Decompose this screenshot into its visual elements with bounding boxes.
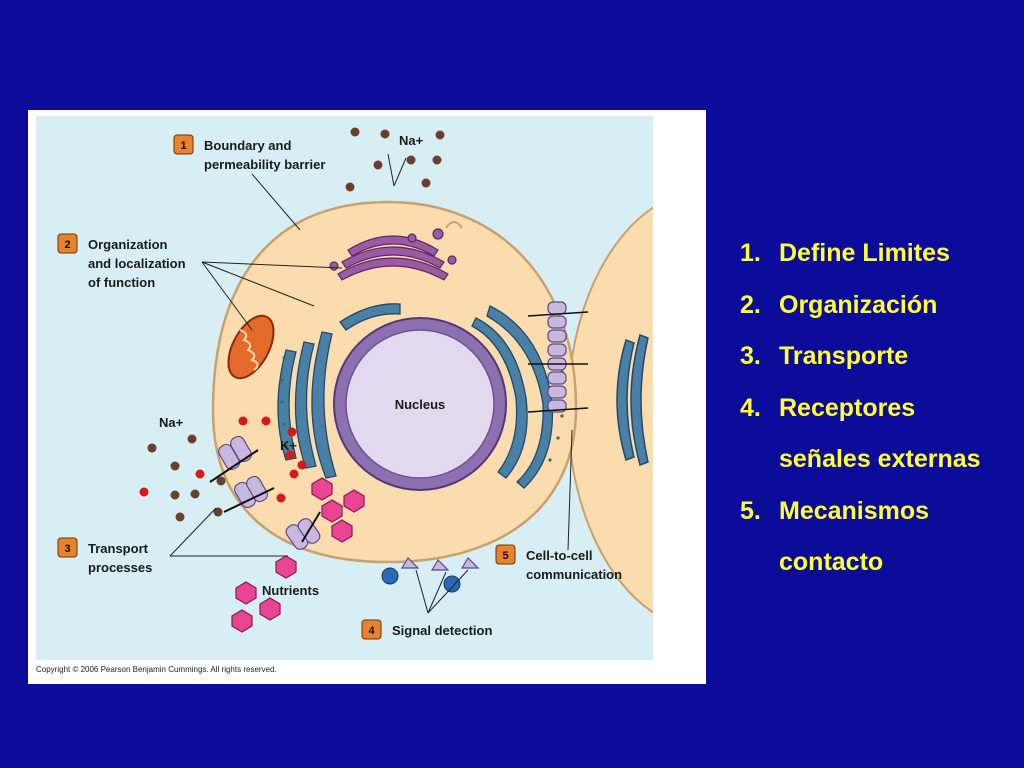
list-item-text: Organización bbox=[779, 290, 938, 319]
list-item-text: Mecanismos bbox=[779, 496, 930, 525]
callout-5-line-2: communication bbox=[526, 567, 622, 582]
membrane-receptors bbox=[400, 557, 480, 571]
callout-1-line-2: permeability barrier bbox=[204, 157, 325, 172]
list-item-number: 1. bbox=[740, 239, 761, 267]
list-item-number: 5. bbox=[740, 496, 761, 525]
callout-3-line-2: processes bbox=[88, 560, 152, 575]
callout-2-number: 2 bbox=[64, 239, 70, 251]
callout-badges bbox=[57, 134, 516, 640]
list-item: 3. Transporte bbox=[740, 331, 981, 383]
callout-1-number: 1 bbox=[180, 140, 186, 152]
list-item-text: Receptores bbox=[779, 393, 916, 422]
callout-5-line-1: Cell-to-cell bbox=[526, 548, 592, 563]
list-item: 1. Define Limites bbox=[740, 228, 981, 280]
list-item-text: Transporte bbox=[779, 342, 909, 370]
callout-5-number: 5 bbox=[502, 550, 508, 562]
neighbor-cell bbox=[568, 206, 653, 614]
list-item: 2. Organización bbox=[740, 280, 981, 332]
nutrients-label: Nutrients bbox=[262, 583, 319, 598]
junction-arrows bbox=[527, 311, 589, 413]
mitochondrion bbox=[227, 314, 275, 380]
list-item: 5. Mecanismos bbox=[740, 486, 981, 538]
callout-2-line-2: and localization bbox=[88, 256, 186, 271]
callout-1-line-1: Boundary and bbox=[204, 138, 291, 153]
golgi-apparatus bbox=[329, 228, 457, 281]
list-item-text: contacto bbox=[779, 548, 884, 576]
list-item: 4. Receptores bbox=[740, 383, 981, 435]
list-item-text: Define Limites bbox=[779, 239, 950, 267]
callout-4-line-1: Signal detection bbox=[392, 623, 492, 638]
cell-membrane-figure: 1 2 3 4 5 Boundary and permeability barr… bbox=[28, 110, 706, 684]
k-ion-label: K+ bbox=[280, 438, 297, 453]
callout-2-line-3: of function bbox=[88, 275, 155, 290]
nucleus-label: Nucleus bbox=[395, 397, 446, 412]
cell-diagram: 1 2 3 4 5 Boundary and permeability barr… bbox=[36, 116, 653, 674]
potassium-ions bbox=[139, 416, 307, 503]
na-ion-label-top: Na+ bbox=[399, 133, 424, 148]
callout-4-number: 4 bbox=[368, 625, 375, 637]
list-item: contacto bbox=[740, 537, 981, 589]
leader-lines bbox=[169, 153, 573, 614]
nucleus bbox=[333, 317, 507, 491]
list-item-text: señales externas bbox=[779, 445, 981, 473]
list-item-number: 2. bbox=[740, 290, 761, 319]
copyright-notice: Copyright © 2006 Pearson Benjamin Cummin… bbox=[36, 665, 277, 674]
signal-molecules bbox=[381, 567, 461, 593]
sodium-ions bbox=[147, 127, 445, 522]
list-item-number: 3. bbox=[740, 342, 761, 370]
callout-3-number: 3 bbox=[64, 543, 70, 555]
callout-3-line-1: Transport bbox=[88, 541, 149, 556]
endoplasmic-reticulum bbox=[277, 303, 554, 489]
list-item-number: 4. bbox=[740, 393, 761, 422]
transport-arrows bbox=[209, 449, 321, 543]
callout-2-line-1: Organization bbox=[88, 237, 168, 252]
function-list: 1. Define Limites 2. Organización 3. Transp… bbox=[740, 228, 981, 589]
list-item: señales externas bbox=[740, 434, 981, 486]
na-ion-label-left: Na+ bbox=[159, 415, 184, 430]
